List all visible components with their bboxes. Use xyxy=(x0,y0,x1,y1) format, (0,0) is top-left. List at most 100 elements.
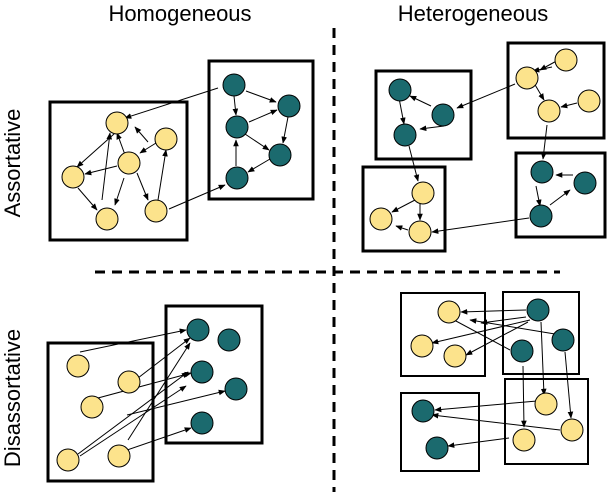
box-homog-dis-teal xyxy=(164,304,264,445)
edge xyxy=(535,185,542,207)
heading-heterogeneous: Heterogeneous xyxy=(398,1,548,26)
edge xyxy=(564,351,574,419)
node-yellow xyxy=(577,89,601,113)
node-teal xyxy=(222,73,246,97)
node-yellow xyxy=(411,181,435,205)
box-hetero-assort-br xyxy=(514,151,607,239)
edge xyxy=(168,184,226,210)
node-yellow xyxy=(107,444,131,468)
edge xyxy=(281,116,289,144)
edge xyxy=(521,365,527,428)
edge xyxy=(77,187,98,211)
group-edges xyxy=(76,57,578,457)
edge xyxy=(124,87,219,119)
node-yellow xyxy=(410,334,434,358)
node-teal xyxy=(268,143,292,167)
node-teal xyxy=(388,78,412,102)
box-hetero-assort-bl xyxy=(361,165,447,253)
edge xyxy=(419,125,445,131)
heading-disassortative: Disassortative xyxy=(0,329,25,467)
node-teal xyxy=(277,94,301,118)
box-hetero-dis-bl xyxy=(400,392,480,472)
node-teal xyxy=(190,411,214,435)
edge xyxy=(232,95,239,116)
edge xyxy=(114,177,125,206)
edge xyxy=(540,124,548,160)
edge xyxy=(408,145,420,182)
node-yellow xyxy=(56,448,80,472)
edge xyxy=(480,316,527,325)
edge xyxy=(126,427,192,451)
node-teal xyxy=(425,436,449,460)
box-homog-dis-yellow xyxy=(46,341,155,483)
node-teal xyxy=(186,318,210,342)
edge xyxy=(456,83,516,109)
edge xyxy=(77,371,189,455)
node-yellow xyxy=(117,370,141,394)
edge xyxy=(431,412,561,431)
edge xyxy=(447,437,510,448)
edge xyxy=(134,126,149,143)
edge xyxy=(431,319,531,345)
edge xyxy=(469,318,562,336)
box-hetero-dis-br xyxy=(504,378,589,465)
edge xyxy=(532,66,553,73)
edge xyxy=(391,199,416,213)
edge xyxy=(84,165,118,176)
node-teal xyxy=(225,115,249,139)
edge xyxy=(395,225,409,231)
node-teal xyxy=(529,204,553,228)
edge xyxy=(247,158,271,173)
node-yellow xyxy=(154,127,178,151)
node-teal xyxy=(530,160,554,184)
node-teal xyxy=(224,377,248,401)
node-teal xyxy=(573,171,597,195)
node-teal xyxy=(551,328,575,352)
node-yellow xyxy=(80,395,104,419)
edge xyxy=(157,149,168,201)
node-yellow xyxy=(560,418,584,442)
node-teal xyxy=(393,123,417,147)
edge xyxy=(137,337,191,379)
node-yellow xyxy=(512,428,536,452)
edge xyxy=(97,371,192,399)
edge xyxy=(540,321,547,396)
node-yellow xyxy=(117,151,141,175)
edge xyxy=(409,95,432,107)
box-homog-assort-teal xyxy=(207,59,315,201)
node-teal xyxy=(526,298,550,322)
group-boxes xyxy=(46,41,607,483)
edge xyxy=(79,328,187,353)
edge xyxy=(126,389,226,416)
node-teal xyxy=(225,166,249,190)
edge xyxy=(549,189,571,206)
node-yellow xyxy=(61,165,85,189)
node-yellow xyxy=(369,207,393,231)
node-teal xyxy=(411,399,435,423)
edge xyxy=(244,133,270,151)
node-yellow xyxy=(105,111,129,135)
edge xyxy=(127,342,191,441)
node-yellow xyxy=(554,48,578,72)
edge xyxy=(136,172,149,201)
edge xyxy=(460,309,527,315)
edge xyxy=(101,132,113,201)
edge xyxy=(398,97,406,125)
node-yellow xyxy=(408,220,432,244)
edge xyxy=(139,142,157,154)
heading-homogeneous: Homogeneous xyxy=(108,1,251,26)
node-teal xyxy=(217,328,241,352)
node-yellow xyxy=(534,392,558,416)
node-teal xyxy=(190,360,214,384)
edge xyxy=(76,133,115,168)
box-hetero-dis-tr xyxy=(502,291,580,375)
edge xyxy=(245,90,277,103)
node-teal xyxy=(510,339,534,363)
box-hetero-assort-tl xyxy=(374,69,473,161)
node-yellow xyxy=(144,199,168,223)
edge xyxy=(248,109,278,123)
box-homog-assort-yellow xyxy=(48,100,189,242)
edge xyxy=(560,102,578,109)
node-yellow xyxy=(66,354,90,378)
